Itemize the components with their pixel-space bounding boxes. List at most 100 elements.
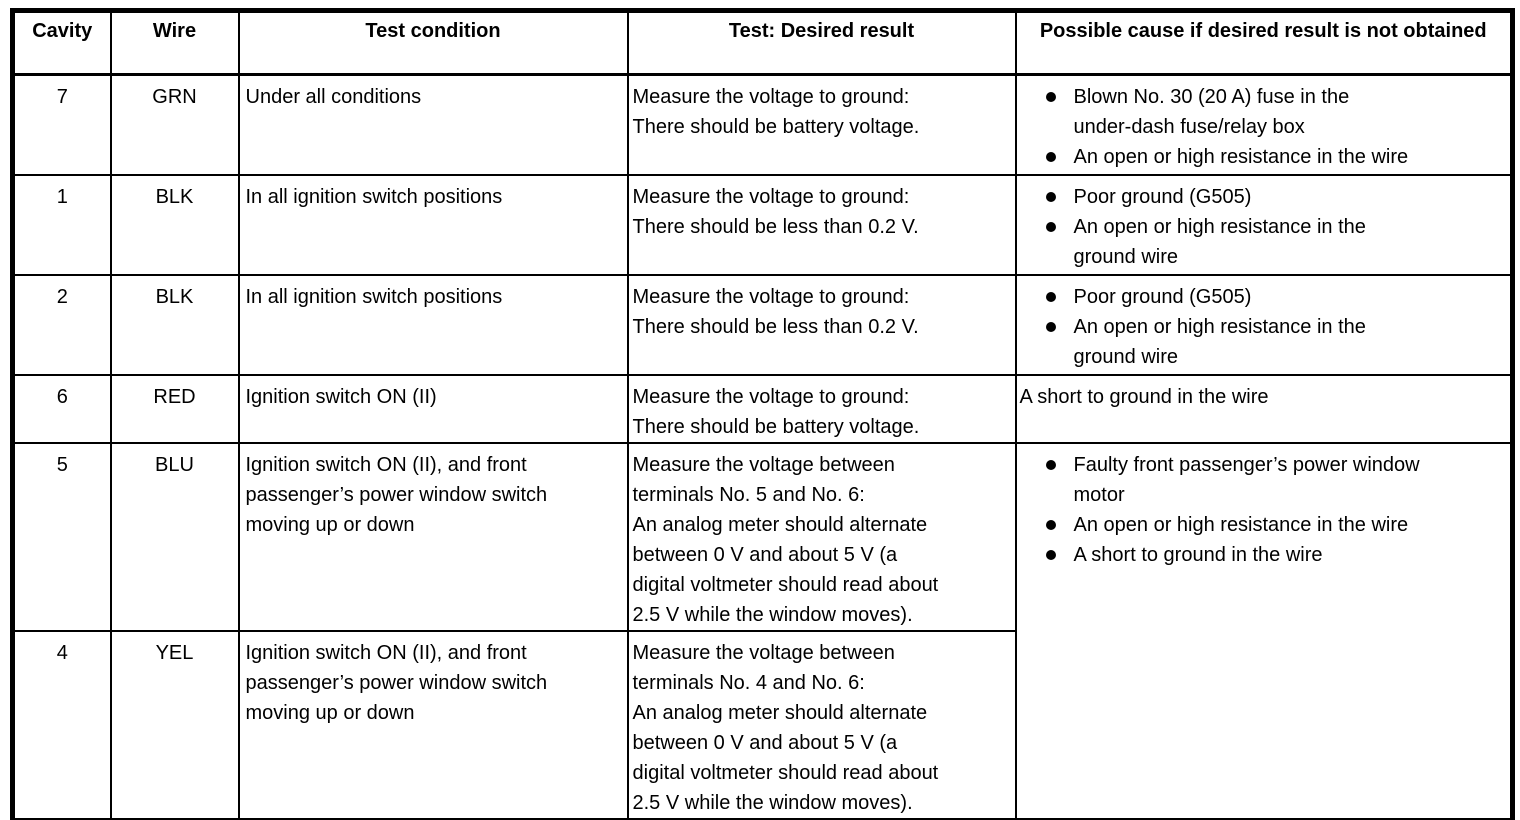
- wire-cell: BLU: [109, 441, 240, 632]
- possible-cause-cell: Poor ground (G505) An open or high resist…: [1014, 273, 1514, 376]
- result-line: terminals No. 4 and No. 6:: [632, 671, 865, 694]
- table-row: 4 YEL Ignition switch ON (II), and front…: [11, 629, 1513, 820]
- bullet-icon: [1045, 321, 1056, 332]
- result-line: terminals No. 5 and No. 6:: [632, 483, 865, 506]
- test-result-cell: Measure the voltage between terminals No.…: [626, 629, 1017, 820]
- cause-item: A short to ground in the wire: [1019, 540, 1509, 570]
- wire-test-table: Cavity Wire Test condition Test: Desired…: [10, 8, 1515, 820]
- test-condition-cell: Ignition switch ON (II): [237, 373, 629, 444]
- condition-line: moving up or down: [245, 701, 415, 724]
- cause-line: Poor ground (G505): [1073, 285, 1252, 308]
- cavity-cell: 6: [11, 373, 112, 444]
- wire-cell: BLK: [109, 273, 240, 376]
- bullet-icon: [1045, 291, 1056, 302]
- cavity-cell: 2: [11, 273, 112, 376]
- result-line: 2.5 V while the window moves).: [632, 603, 913, 626]
- cause-text: Faulty front passenger’s power window mot…: [1074, 450, 1509, 510]
- cause-item: Poor ground (G505): [1019, 182, 1509, 212]
- result-line: There should be less than 0.2 V.: [632, 315, 919, 338]
- result-line: An analog meter should alternate: [632, 513, 928, 536]
- cavity-cell: 7: [11, 73, 112, 176]
- bullet-icon: [1045, 221, 1056, 232]
- result-line: Measure the voltage to ground:: [632, 285, 910, 308]
- cause-line: Poor ground (G505): [1073, 185, 1252, 208]
- cause-text: Poor ground (G505): [1074, 182, 1509, 212]
- test-condition-cell: In all ignition switch positions: [237, 273, 629, 376]
- test-condition-cell: In all ignition switch positions: [237, 173, 629, 276]
- result-line: There should be less than 0.2 V.: [632, 215, 919, 238]
- cavity-cell: 5: [11, 441, 112, 632]
- wire-cell: GRN: [109, 73, 240, 176]
- header-test-desired-result: Test: Desired result: [626, 9, 1017, 76]
- possible-cause-cell: A short to ground in the wire: [1014, 373, 1514, 444]
- bullet-icon: [1045, 191, 1056, 202]
- condition-line: Under all conditions: [245, 86, 422, 108]
- result-line: digital voltmeter should read about: [632, 573, 939, 596]
- cause-item: An open or high resistance in the ground …: [1019, 212, 1509, 272]
- condition-line: In all ignition switch positions: [245, 185, 503, 208]
- result-line: Measure the voltage between: [632, 641, 895, 664]
- result-line: There should be battery voltage.: [632, 415, 920, 438]
- cause-text: An open or high resistance in the wire: [1074, 142, 1509, 172]
- condition-line: moving up or down: [245, 513, 415, 536]
- result-line: Measure the voltage to ground:: [632, 86, 910, 108]
- cause-line: Blown No. 30 (20 A) fuse in the: [1073, 86, 1350, 108]
- cause-line: under-dash fuse/relay box: [1073, 116, 1305, 138]
- header-cavity: Cavity: [11, 9, 112, 76]
- bullet-icon: [1045, 152, 1056, 162]
- condition-line: In all ignition switch positions: [245, 285, 503, 308]
- bullet-icon: [1045, 519, 1056, 530]
- wire-cell: RED: [109, 373, 240, 444]
- condition-line: passenger’s power window switch: [245, 671, 548, 694]
- cause-line: Faulty front passenger’s power window: [1073, 453, 1420, 476]
- table-row: 2 BLK In all ignition switch positions M…: [11, 273, 1514, 376]
- possible-cause-cell: Poor ground (G505) An open or high resist…: [1014, 173, 1514, 276]
- cause-text: A short to ground in the wire: [1074, 540, 1509, 570]
- condition-line: Ignition switch ON (II), and front: [245, 453, 527, 476]
- test-condition-cell: Ignition switch ON (II), and front passen…: [237, 629, 629, 820]
- table-row: 5 BLU Ignition switch ON (II), and front…: [11, 441, 1514, 820]
- test-result-cell: Measure the voltage to ground: There shou…: [626, 73, 1017, 176]
- cause-line: An open or high resistance in the: [1073, 215, 1366, 238]
- table-body: 7 GRN Under all conditions Measure the v…: [11, 73, 1514, 820]
- result-line: An analog meter should alternate: [632, 701, 928, 724]
- result-line: Measure the voltage between: [632, 453, 895, 476]
- bullet-icon: [1045, 92, 1056, 102]
- cause-text: An open or high resistance in the ground …: [1074, 212, 1509, 272]
- result-line: digital voltmeter should read about: [632, 761, 939, 784]
- cavity-cell: 1: [11, 173, 112, 276]
- cause-text: Poor ground (G505): [1074, 282, 1509, 312]
- cause-line: A short to ground in the wire: [1019, 385, 1269, 408]
- result-line: between 0 V and about 5 V (a: [632, 543, 898, 566]
- cause-item: Blown No. 30 (20 A) fuse in the under-das…: [1019, 82, 1509, 142]
- possible-cause-cell: Faulty front passenger’s power window mot…: [1014, 441, 1514, 820]
- result-line: Measure the voltage to ground:: [632, 385, 910, 408]
- header-wire: Wire: [109, 9, 240, 76]
- header-test-condition: Test condition: [237, 9, 629, 76]
- result-line: There should be battery voltage.: [632, 116, 920, 138]
- result-line: Measure the voltage to ground:: [632, 185, 910, 208]
- table-row: 1 BLK In all ignition switch positions M…: [11, 173, 1514, 276]
- test-result-cell: Measure the voltage to ground: There shou…: [626, 373, 1017, 444]
- test-condition-cell: Ignition switch ON (II), and front passen…: [237, 441, 629, 632]
- condition-line: passenger’s power window switch: [245, 483, 548, 506]
- test-result-cell: Measure the voltage to ground: There shou…: [626, 273, 1017, 376]
- bullet-icon: [1045, 549, 1056, 560]
- cause-line: ground wire: [1073, 345, 1179, 368]
- possible-cause-cell: Blown No. 30 (20 A) fuse in the under-das…: [1014, 73, 1514, 176]
- cause-line: An open or high resistance in the wire: [1073, 146, 1409, 168]
- cause-line: ground wire: [1073, 245, 1179, 268]
- test-result-cell: Measure the voltage between terminals No.…: [626, 441, 1017, 632]
- result-line: 2.5 V while the window moves).: [632, 791, 913, 814]
- cause-line: motor: [1073, 483, 1125, 506]
- cause-text: Blown No. 30 (20 A) fuse in the under-das…: [1074, 82, 1509, 142]
- condition-line: Ignition switch ON (II), and front: [245, 641, 527, 664]
- cause-item: Poor ground (G505): [1019, 282, 1509, 312]
- wire-cell: YEL: [109, 629, 240, 820]
- cause-text: An open or high resistance in the wire: [1074, 510, 1509, 540]
- cause-item: An open or high resistance in the wire: [1019, 510, 1509, 540]
- wire-cell: BLK: [109, 173, 240, 276]
- condition-line: Ignition switch ON (II): [245, 385, 437, 408]
